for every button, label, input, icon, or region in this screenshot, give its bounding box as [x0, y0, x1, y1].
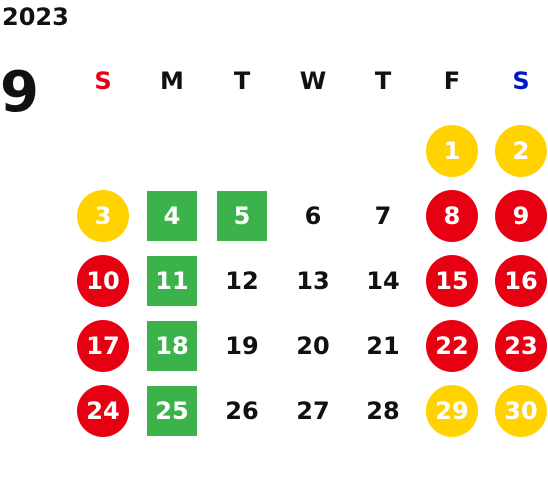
calendar-day-cell: 3	[77, 190, 129, 242]
calendar-day-cell: 13	[296, 267, 330, 295]
calendar-day-cell: 18	[147, 321, 197, 371]
calendar-day-cell: 20	[296, 332, 330, 360]
calendar-day-cell: 10	[77, 255, 129, 307]
calendar-day-cell: 11	[147, 256, 197, 306]
calendar-day-cell: 8	[426, 190, 478, 242]
weekday-label: S	[512, 67, 530, 95]
calendar-day-cell: 29	[426, 385, 478, 437]
calendar-day-cell: 1	[426, 125, 478, 177]
calendar-day-cell: 23	[495, 320, 547, 372]
weekday-label: T	[233, 67, 251, 95]
weekday-label: T	[374, 67, 392, 95]
calendar-day-cell: 6	[304, 202, 322, 230]
calendar-day-cell: 12	[225, 267, 259, 295]
calendar-month: 9	[0, 60, 39, 125]
calendar-day-cell: 5	[217, 191, 267, 241]
calendar-day-cell: 15	[426, 255, 478, 307]
calendar-day-cell: 26	[225, 397, 259, 425]
weekday-label: W	[299, 67, 327, 95]
calendar-day-cell: 4	[147, 191, 197, 241]
calendar-day-cell: 25	[147, 386, 197, 436]
calendar-year: 2023	[2, 3, 69, 31]
calendar-day-cell: 22	[426, 320, 478, 372]
calendar-day-cell: 19	[225, 332, 259, 360]
calendar-day-cell: 2	[495, 125, 547, 177]
calendar-day-cell: 14	[366, 267, 400, 295]
calendar-day-cell: 24	[77, 385, 129, 437]
calendar-day-cell: 27	[296, 397, 330, 425]
weekday-label: M	[160, 67, 184, 95]
calendar-day-cell: 7	[374, 202, 392, 230]
weekday-label: S	[94, 67, 112, 95]
calendar-day-cell: 28	[366, 397, 400, 425]
calendar-day-cell: 17	[77, 320, 129, 372]
calendar-day-cell: 30	[495, 385, 547, 437]
calendar-day-cell: 16	[495, 255, 547, 307]
calendar-day-cell: 9	[495, 190, 547, 242]
calendar-day-cell: 21	[366, 332, 400, 360]
weekday-label: F	[443, 67, 461, 95]
